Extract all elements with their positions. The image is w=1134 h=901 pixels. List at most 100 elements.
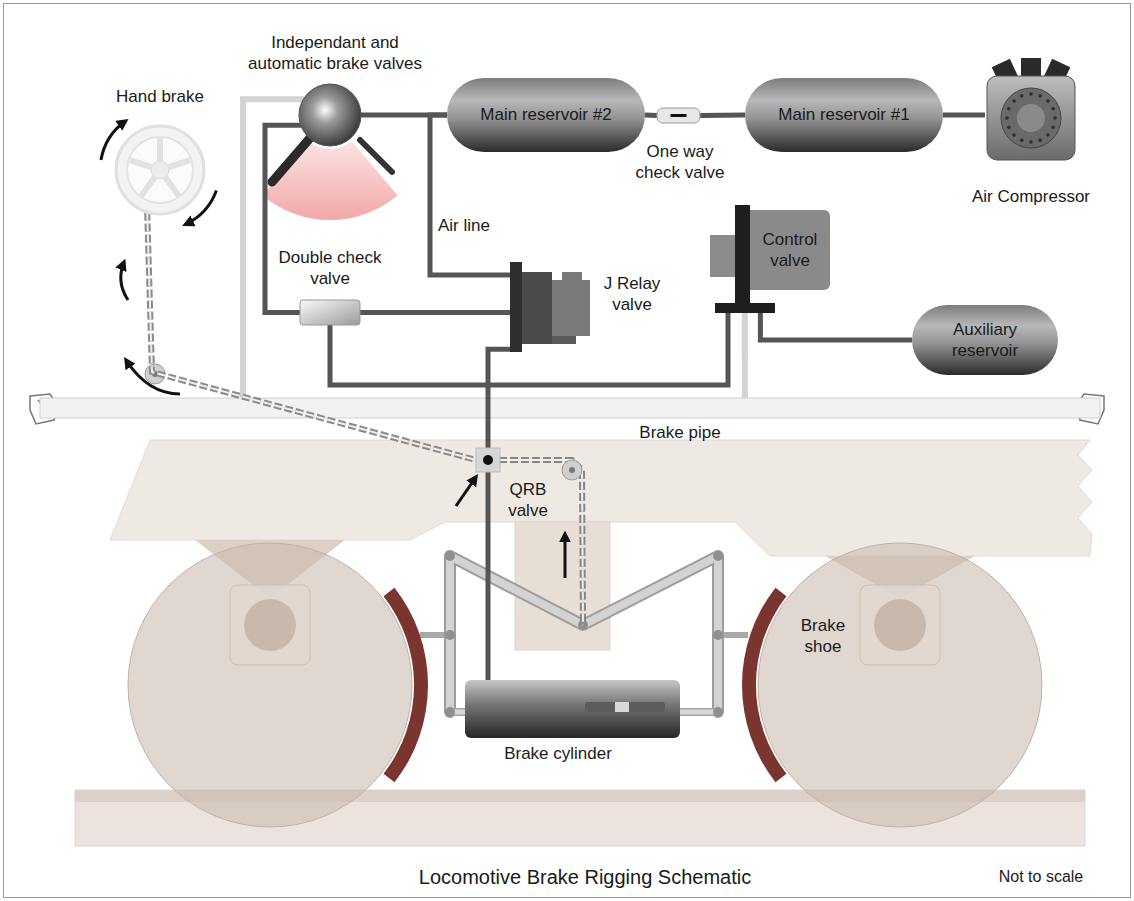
part-label: Hand brake xyxy=(116,86,204,107)
air-pipe-group xyxy=(760,313,912,340)
axle-box xyxy=(860,585,940,665)
label-box: Main reservoir #1 xyxy=(755,78,933,152)
brake-pipe-branch-group xyxy=(744,313,745,398)
hand-wheel-ring xyxy=(127,137,193,203)
relay-base xyxy=(552,336,576,344)
compressor-bolt xyxy=(1029,140,1033,144)
label-box: J Relay valve xyxy=(596,270,668,318)
part-label: Main reservoir #1 xyxy=(778,104,909,125)
chain-pulley-hub xyxy=(569,467,575,473)
label-box: Hand brake xyxy=(95,84,225,110)
double-check-valve: Double check valve xyxy=(272,244,388,325)
axle-box xyxy=(230,585,310,665)
compressor-flywheel xyxy=(1001,88,1061,148)
compressor-bolt xyxy=(1020,138,1024,142)
hand-brake-chain-group xyxy=(147,213,476,460)
air-pipe-group xyxy=(488,472,489,680)
label-box: Brake shoe xyxy=(792,612,854,660)
brake-shoe-left xyxy=(384,588,429,783)
label-box: Double check valve xyxy=(272,244,388,292)
compressor-bolt xyxy=(1046,99,1050,103)
relay-valve: J Relay valve xyxy=(510,262,668,352)
motion-arrow xyxy=(564,534,567,578)
hand-wheel-spoke xyxy=(141,177,155,196)
wheel xyxy=(758,543,1042,827)
label-box: Control valve xyxy=(752,220,828,280)
relay-cover xyxy=(552,280,590,336)
brake-pipe: Brake pipe xyxy=(40,398,1100,445)
air-pipe xyxy=(486,472,491,680)
note-label: Not to scale xyxy=(999,867,1083,887)
main-reservoir: Main reservoir #1 xyxy=(745,78,943,152)
brake-handle xyxy=(360,140,392,172)
compressor-bolt xyxy=(1012,133,1016,137)
brake-valve-body xyxy=(299,84,361,146)
air-pipe xyxy=(943,112,985,117)
brake-shoe-pad xyxy=(742,588,787,783)
part-label: Auxiliary reservoir xyxy=(935,319,1035,362)
label-box: Brake pipe xyxy=(622,421,738,445)
brake-shoe: Brake shoe xyxy=(740,585,854,785)
main-reservoir: Main reservoir #2 xyxy=(447,78,645,152)
compressor-bolt xyxy=(1007,107,1011,111)
label-box: Auxiliary reservoir xyxy=(935,305,1035,375)
brake-pipe-shape xyxy=(40,398,1100,418)
compressor-bolt xyxy=(1007,125,1011,129)
hand-wheel-hub xyxy=(151,161,169,179)
compressor-bolt xyxy=(1038,94,1042,98)
part-label: One way check valve xyxy=(628,141,732,184)
part-label: Independant and automatic brake valves xyxy=(238,32,432,75)
lever-pin xyxy=(445,551,455,561)
part-label: Air Compressor xyxy=(972,186,1090,207)
air-pipe xyxy=(645,113,657,119)
part-label: Double check valve xyxy=(272,247,388,290)
chain-link xyxy=(147,213,476,460)
chain-pulley xyxy=(562,460,582,480)
hand-wheel-spoke xyxy=(157,137,163,161)
lever-pin xyxy=(445,630,455,640)
lever-pin xyxy=(713,630,723,640)
label-box: QRB valve xyxy=(500,476,556,524)
pipe-bracket xyxy=(715,303,775,313)
pipe-bracket xyxy=(735,205,750,313)
compressor-bolt xyxy=(1051,107,1055,111)
auxiliary-reservoir: Auxiliary reservoir xyxy=(912,305,1058,375)
label-box: Air Compressor xyxy=(958,184,1104,210)
auxiliary-reservoir-shape xyxy=(912,305,1058,375)
control-valve-shape xyxy=(710,205,830,313)
air-pipe-group xyxy=(265,125,301,312)
brake-pipe-branch xyxy=(742,313,748,398)
part-label: J Relay valve xyxy=(596,273,668,316)
label-box: One way check valve xyxy=(628,138,732,186)
part-label: Control valve xyxy=(752,229,828,272)
caption: Locomotive Brake Rigging Schematic xyxy=(419,865,751,890)
compressor-body xyxy=(987,76,1075,160)
note-box: Not to scale xyxy=(985,864,1097,890)
reservoir-tank xyxy=(745,78,943,152)
axle xyxy=(244,599,296,651)
compressor-bolt xyxy=(1038,138,1042,142)
double-check-valve-body xyxy=(300,300,360,325)
air-compressor-shape xyxy=(985,58,1077,162)
cylinder-slot xyxy=(585,702,665,712)
check-valve-shape xyxy=(657,108,700,123)
lever-pin xyxy=(713,551,723,561)
motion-arrow xyxy=(121,262,128,300)
qrb-valve: QRB valve xyxy=(476,448,556,524)
part-label: QRB valve xyxy=(500,479,556,522)
control-valve-port xyxy=(710,235,736,277)
hand-wheel-rim xyxy=(116,126,204,214)
part-label: Brake pipe xyxy=(639,422,720,443)
part-label: Main reservoir #2 xyxy=(480,104,611,125)
label-box: Main reservoir #2 xyxy=(457,78,635,152)
figure-frame xyxy=(4,4,1131,898)
compressor-bolt xyxy=(1029,92,1033,96)
check-valve-mark xyxy=(671,114,687,117)
hand-brake-chain-link xyxy=(488,460,583,625)
bolster xyxy=(515,522,610,650)
hand-brake-shape xyxy=(114,124,206,216)
hand-wheel-spoke xyxy=(165,177,179,196)
compressor-bolt xyxy=(1012,99,1016,103)
lever-pin xyxy=(445,707,455,717)
